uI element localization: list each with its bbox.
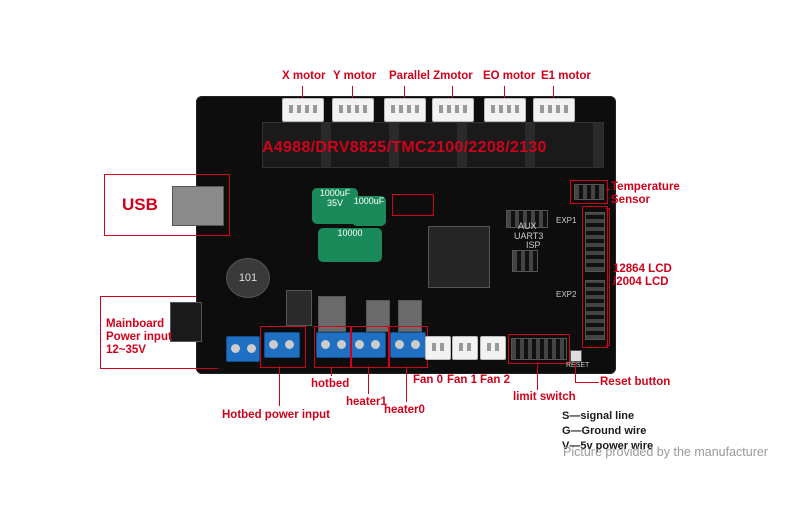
fan1-label: Fan 1 [447,374,478,386]
heater0-leader-v [406,366,407,402]
stepper-driver-sockets [262,122,604,168]
usb-callout-box [104,174,230,236]
limit-switch-headers [511,338,567,360]
heater0-terminal [390,332,426,358]
capacitor-2: 1000uF [352,196,386,226]
heater1-label: heater1 [346,396,387,408]
x-motor-leader [302,86,303,98]
x-motor-connector [282,98,324,122]
heater1-leader-v [368,366,369,394]
y-motor-label: Y motor [333,70,377,82]
mainboard-power-leader-b [100,368,218,369]
watermark: Picture provided by the manufacturer [563,445,768,459]
e1-motor-leader [553,86,554,98]
usb-label: USB [122,195,158,214]
mcu-chip [428,226,490,288]
mainboard-power-leader-h [100,296,196,297]
aux-label: AUX [518,221,537,231]
e0-motor-connector [484,98,526,122]
lcd-headers-box [582,206,608,348]
fan0-label: Fan 0 [413,374,444,386]
isp-label: ISP [526,240,541,250]
heater1-box [350,326,390,368]
hotbed-terminal [316,332,352,358]
servo-header-box [392,194,434,216]
lcd-label-1: 12864 LCD [613,263,672,275]
limit-switch-leader-v [537,362,538,390]
lcd-label-2: /2004 LCD [613,276,669,288]
hotbed-power-box [260,326,306,368]
temperature-sensor-leader [606,189,610,190]
limit-switch-label: limit switch [513,391,576,403]
fan2-connector [480,336,506,360]
e1-motor-label: E1 motor [541,70,591,82]
e0-motor-leader [504,86,505,98]
z-motor-connector-b [432,98,474,122]
fan1-connector [452,336,478,360]
reset-silkscreen: RESET [566,362,590,369]
lcd-bracket-top [606,208,610,209]
inductor: 101 [226,258,270,298]
driver-compatibility-label: A4988/DRV8825/TMC2100/2208/2130 [262,139,547,156]
z-motor-leader-a [404,86,405,98]
exp1-label: EXP1 [556,216,577,225]
reset-button [570,350,582,362]
mainboard-power-label-3: 12~35V [106,344,146,356]
fan0-connector [425,336,451,360]
power-regulator [286,290,312,326]
mainboard-power-terminal [226,336,260,362]
heater0-box [388,326,428,368]
z-motor-connector-a [384,98,426,122]
hotbed-power-terminal [264,332,300,358]
hotbed-power-label: Hotbed power input [222,409,330,421]
reset-leader-h [575,382,599,383]
legend-signal: S—signal line [562,410,635,422]
z-motor-leader-b [452,86,453,98]
temperature-sensor-header [574,184,604,200]
mainboard-power-leader-v [100,296,101,368]
exp2-header [585,280,605,340]
lcd-bracket-bottom [606,345,610,346]
parallel-zmotor-label: Parallel Zmotor [389,70,473,82]
temperature-sensor-box [570,180,608,204]
exp2-label: EXP2 [556,290,577,299]
hotbed-power-leader-v [279,366,280,406]
y-motor-connector [332,98,374,122]
lcd-bracket-vertical [609,208,610,346]
temperature-sensor-label-2: Sensor [611,194,650,206]
reset-leader-v [575,362,576,382]
legend-ground: G—Ground wire [562,425,647,437]
y-motor-leader [352,86,353,98]
hotbed-leader-v [331,366,332,376]
fan2-label: Fan 2 [480,374,511,386]
heater0-label: heater0 [384,404,425,416]
legend-power: V—5v power wire [562,440,654,452]
exp1-header [585,212,605,272]
x-motor-label: X motor [282,70,326,82]
capacitor-3: 10000 [318,228,382,262]
reset-button-label: Reset button [600,376,671,388]
uart-label: UART3 [514,231,544,241]
hotbed-label: hotbed [311,378,350,390]
temperature-sensor-label-1: Temperature [611,181,680,193]
e0-motor-label: EO motor [483,70,536,82]
isp-header [512,250,538,272]
mainboard-power-label-1: Mainboard [106,318,165,330]
capacitor-1: 1000uF 35V [312,188,358,224]
usb-port [172,186,224,226]
hotbed-box [314,326,352,368]
mainboard-power-label-2: Power input [106,331,172,343]
aux-header [506,210,548,228]
limit-switch-box [508,334,570,364]
e1-motor-connector [533,98,575,122]
dc-power-jack [170,302,202,342]
